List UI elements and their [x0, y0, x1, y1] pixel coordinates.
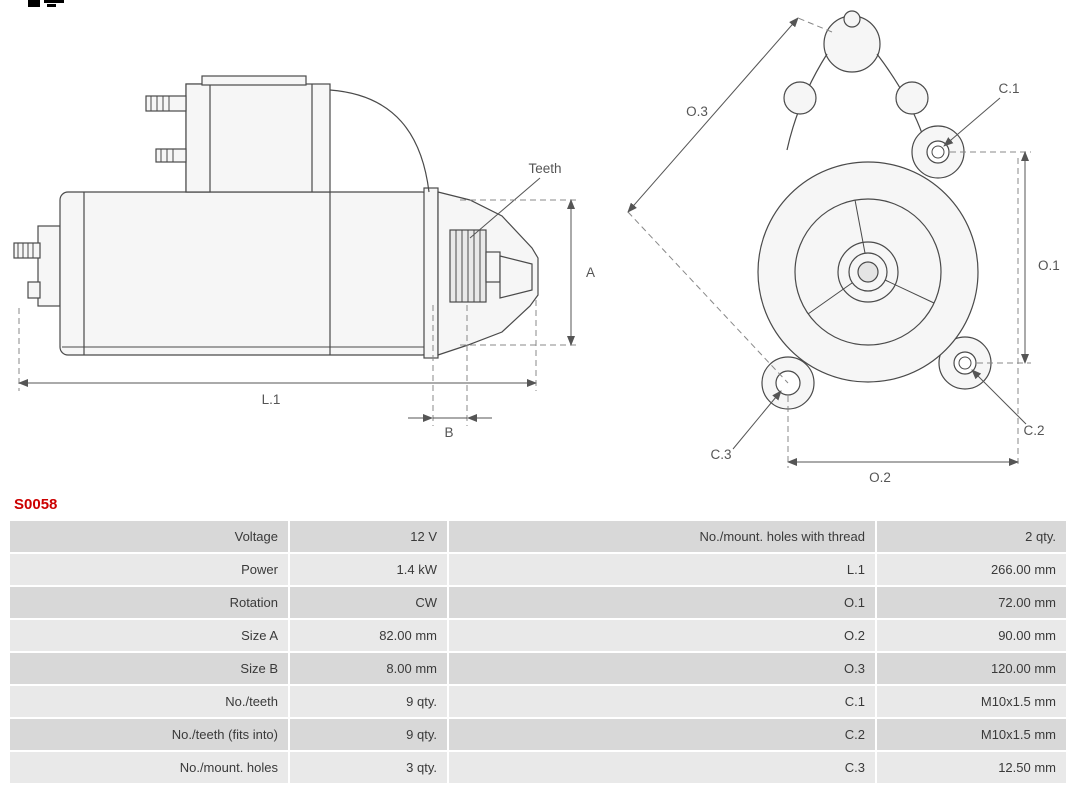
dim-o3-label: O.3: [686, 104, 708, 119]
dim-c2-label: C.2: [1023, 423, 1044, 438]
spec-label: C.2: [449, 719, 875, 750]
spec-label: C.3: [449, 752, 875, 783]
spec-row: No./teeth (fits into) 9 qty. C.2 M10x1.5…: [10, 719, 1066, 750]
spec-value: 120.00 mm: [877, 653, 1066, 684]
spec-value: 2 qty.: [877, 521, 1066, 552]
spec-label: Size B: [10, 653, 288, 684]
spec-label: O.1: [449, 587, 875, 618]
side-view-drawing: [13, 75, 539, 359]
spec-label: Size A: [10, 620, 288, 651]
spec-label: No./teeth (fits into): [10, 719, 288, 750]
spec-value: 3 qty.: [290, 752, 447, 783]
spec-label: O.3: [449, 653, 875, 684]
spec-label: Rotation: [10, 587, 288, 618]
spec-row: No./mount. holes 3 qty. C.3 12.50 mm: [10, 752, 1066, 783]
teeth-callout: Teeth: [469, 161, 562, 239]
spec-label: O.2: [449, 620, 875, 651]
spec-table: Voltage 12 V No./mount. holes with threa…: [10, 521, 1066, 783]
spec-row: Size A 82.00 mm O.2 90.00 mm: [10, 620, 1066, 651]
spec-value: 72.00 mm: [877, 587, 1066, 618]
spec-label: No./mount. holes: [10, 752, 288, 783]
spec-value: 82.00 mm: [290, 620, 447, 651]
dim-o2: O.2: [787, 158, 1019, 485]
spec-value: 9 qty.: [290, 719, 447, 750]
spec-value: 1.4 kW: [290, 554, 447, 585]
spec-label: C.1: [449, 686, 875, 717]
spec-row: Voltage 12 V No./mount. holes with threa…: [10, 521, 1066, 552]
spec-value: 9 qty.: [290, 686, 447, 717]
callout-c1: C.1: [943, 81, 1020, 147]
part-number: S0058: [14, 496, 58, 513]
technical-drawings: Teeth A L.1 B: [13, 0, 1060, 485]
spec-label: No./mount. holes with thread: [449, 521, 875, 552]
corner-mark: [28, 0, 64, 7]
front-view-drawing: [757, 10, 992, 410]
spec-value: 90.00 mm: [877, 620, 1066, 651]
teeth-label: Teeth: [528, 161, 561, 176]
dim-o1: O.1: [950, 151, 1060, 364]
callout-c3: C.3: [710, 390, 782, 462]
dim-b-label: B: [444, 425, 453, 440]
spec-row: Rotation CW O.1 72.00 mm: [10, 587, 1066, 618]
spec-row: No./teeth 9 qty. C.1 M10x1.5 mm: [10, 686, 1066, 717]
dim-o1-label: O.1: [1038, 258, 1060, 273]
spec-row: Size B 8.00 mm O.3 120.00 mm: [10, 653, 1066, 684]
spec-value: M10x1.5 mm: [877, 719, 1066, 750]
spec-value: 266.00 mm: [877, 554, 1066, 585]
spec-value: 8.00 mm: [290, 653, 447, 684]
dim-l1: L.1: [18, 300, 537, 407]
spec-value: 12.50 mm: [877, 752, 1066, 783]
spec-value: CW: [290, 587, 447, 618]
spec-label: Power: [10, 554, 288, 585]
spec-label: L.1: [449, 554, 875, 585]
spec-value: M10x1.5 mm: [877, 686, 1066, 717]
spec-label: No./teeth: [10, 686, 288, 717]
dim-o2-label: O.2: [869, 470, 891, 485]
spec-row: Power 1.4 kW L.1 266.00 mm: [10, 554, 1066, 585]
callout-c2: C.2: [971, 369, 1045, 438]
dim-b: B: [408, 305, 492, 440]
spec-label: Voltage: [10, 521, 288, 552]
dim-c3-label: C.3: [710, 447, 731, 462]
dim-l1-label: L.1: [262, 392, 281, 407]
dim-c1-label: C.1: [998, 81, 1019, 96]
dim-o3: O.3: [627, 17, 833, 384]
spec-value: 12 V: [290, 521, 447, 552]
dim-a: A: [460, 199, 595, 346]
dim-a-label: A: [586, 265, 595, 280]
